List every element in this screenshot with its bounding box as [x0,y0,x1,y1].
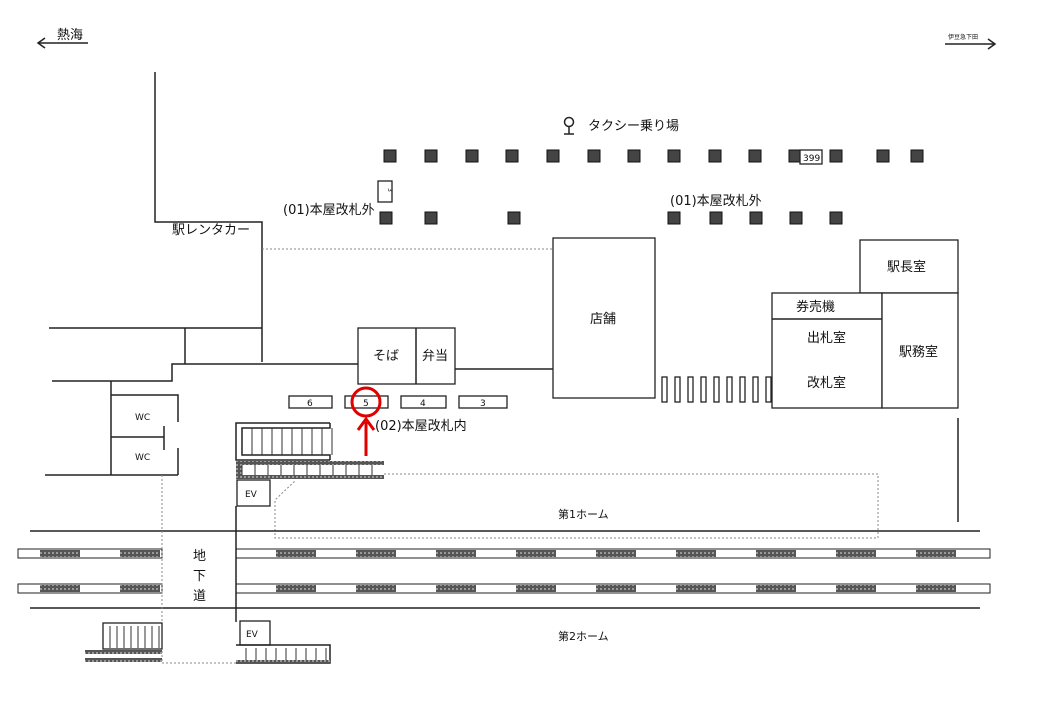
stairs [235,422,333,461]
parking-space [424,211,438,225]
exit-outside-label-1: (01)本屋改札外 [283,203,375,218]
rental-car-label: 駅レンタカー [172,223,250,238]
direction-right-arrow: 伊豆急下田 [945,33,997,50]
parking-space [709,211,723,225]
direction-left-arrow: 熱海 [36,28,88,49]
gate-number: 6 [307,399,313,409]
parking-space [667,149,681,163]
soba-label: そば [373,349,399,364]
gate-barrier [752,376,759,403]
vertical-number: 3 [386,188,393,192]
platform-1-area [274,473,879,539]
taxi-stand-icon [563,116,575,135]
parking-number-box [799,149,823,165]
parking-space [829,149,843,163]
parking-space [748,149,762,163]
ticket-office [771,292,883,409]
shop [552,237,656,399]
elevator-1 [236,479,271,507]
parking-space [749,211,763,225]
parking-space [587,149,601,163]
parking-space [788,149,802,163]
exit-outside-label-2: (01)本屋改札外 [670,194,762,209]
automatic-gates [661,376,772,403]
ev-label-1: EV [245,490,258,500]
gate-number: 4 [420,399,426,409]
ticket-gate-6[interactable]: 6 [288,395,333,409]
gate-barrier [739,376,746,403]
direction-right-label: 伊豆急下田 [948,33,978,41]
parking-space [708,149,722,163]
parking-space [789,211,803,225]
underpass-label-1: 地 [193,549,206,564]
parking-space [667,211,681,225]
taxi-stand-label: タクシー乗り場 [588,119,679,134]
gate-barrier [726,376,733,403]
elevator-2 [239,620,271,646]
parking-space [505,149,519,163]
wc-label-2: WC [135,453,150,463]
ticket-machine-label: 券売機 [796,299,835,315]
station-office [881,292,959,409]
parking-row-1 [383,149,924,163]
parking-space [829,211,843,225]
parking-space [910,149,924,163]
gate-barrier [661,376,668,403]
parking-space [546,149,560,163]
gate-number: 5 [363,399,369,409]
gate-barrier [687,376,694,403]
gate-office-label: 改札室 [807,375,846,391]
stairs-lower [236,644,331,664]
direction-left-label: 熱海 [57,28,83,43]
exit-inside-label: (02)本屋改札内 [375,418,467,434]
underpass-label-2: 下 [193,569,206,584]
parking-space [383,149,397,163]
ticket-office-label: 出札室 [807,330,846,346]
platform-2-label: 第2ホーム [558,629,609,643]
highlight-circle [350,386,382,418]
station-office-label: 駅務室 [899,344,938,360]
ticket-gate-4[interactable]: 4 [400,395,447,409]
wall [154,72,263,362]
ticket-gate-5[interactable]: 5 [344,395,389,409]
ticket-gate-3[interactable]: 3 [458,395,508,409]
parking-space [507,211,521,225]
vertical-number-box [377,180,393,203]
station-master-room [859,239,959,294]
parking-space [627,149,641,163]
underpass-label-3: 道 [193,589,206,604]
shop-label: 店舗 [590,312,616,327]
gate-barrier [713,376,720,403]
wc-label-1: WC [135,413,150,423]
stairs-lower-left [85,622,163,662]
parking-space [379,211,393,225]
gate-barrier [674,376,681,403]
escalator [236,461,384,479]
gate-barrier [765,376,772,403]
gate-barrier [700,376,707,403]
railway-tracks [17,548,991,594]
ev-label-2: EV [246,630,259,640]
parking-space [465,149,479,163]
parking-space [876,149,890,163]
platform-1-label: 第1ホーム [558,507,609,521]
highlight-arrow-icon [356,416,376,456]
parking-number: 399 [803,154,820,164]
station-master-label: 駅長室 [887,259,926,275]
gate-number: 3 [480,399,486,409]
parking-space [424,149,438,163]
parking-row-2 [379,211,843,225]
soba-bento-stand [357,327,456,385]
bento-label: 弁当 [422,349,448,364]
